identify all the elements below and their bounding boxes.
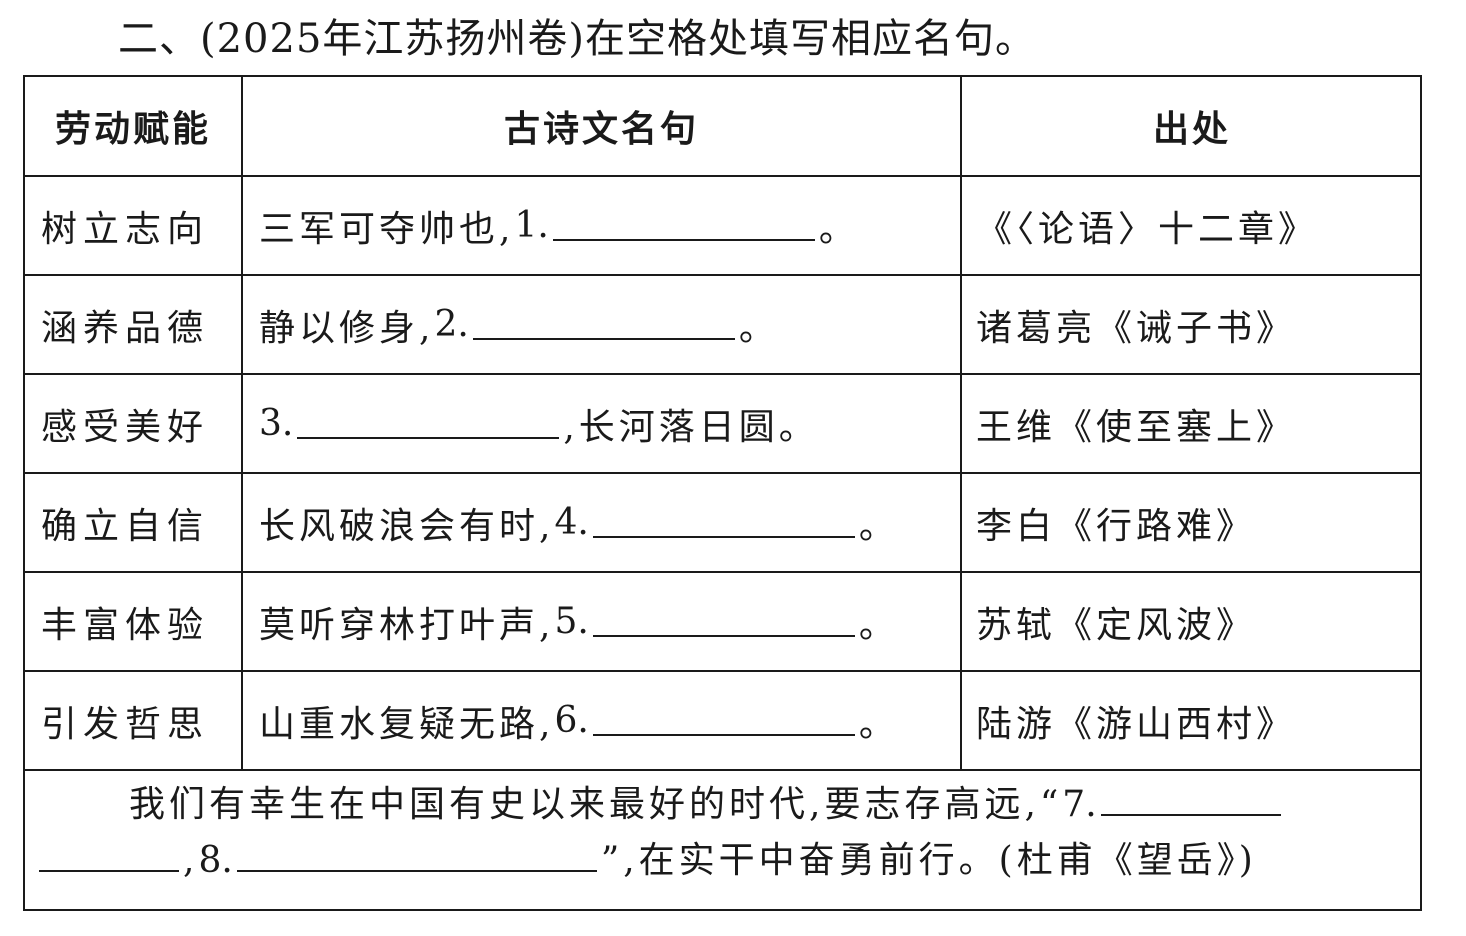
header-quote: 古诗文名句	[503, 109, 699, 150]
answer-blank-7[interactable]	[1100, 786, 1281, 816]
quote-after: ,长河落日圆。	[563, 406, 819, 448]
row-theme: 感受美好	[41, 406, 210, 448]
answer-blank-3[interactable]	[297, 409, 560, 439]
blank-number: 4.	[554, 502, 589, 543]
row-theme: 确立自信	[41, 505, 210, 547]
row-source: 陆游《游山西村》	[976, 703, 1297, 745]
poetry-table: 劳动赋能 古诗文名句 出处 树立志向 三军可夺帅也,1.。 《〈论语〉十二章》 …	[23, 75, 1422, 911]
closing-text-1: 我们有幸生在中国有史以来最好的时代,要志存高远,“	[129, 784, 1063, 825]
row-source: 王维《使至塞上》	[976, 406, 1297, 448]
row-divider	[25, 670, 1420, 672]
row-theme: 树立志向	[41, 208, 210, 250]
quote-after: 。	[858, 505, 899, 547]
row-quote: 长风破浪会有时,4. 。	[243, 474, 960, 571]
answer-blank-6[interactable]	[592, 706, 855, 736]
answer-blank-7-continued[interactable]	[39, 842, 179, 872]
row-quote: 静以修身,2. 。	[243, 276, 960, 373]
row-divider	[25, 472, 1420, 474]
quote-before: 长风破浪会有时,	[259, 505, 555, 547]
answer-blank-4[interactable]	[592, 508, 855, 538]
row-quote: 莫听穿林打叶声,5. 。	[243, 573, 960, 670]
row-source: 诸葛亮《诫子书》	[976, 307, 1297, 349]
quote-after: 。	[818, 208, 859, 250]
blank-number: 3.	[259, 403, 294, 444]
row-divider	[25, 175, 1420, 177]
row-source: 苏轼《定风波》	[976, 604, 1257, 646]
header-source: 出处	[1152, 109, 1231, 150]
closing-paragraph: 我们有幸生在中国有史以来最好的时代,要志存高远,“7. ,8. ”,在实干中奋勇前…	[39, 777, 1406, 889]
header-theme: 劳动赋能	[54, 109, 211, 150]
closing-text-2: ”,在实干中奋勇前行。(杜甫《望岳》)	[600, 840, 1257, 881]
row-divider	[25, 274, 1420, 276]
column-divider	[960, 77, 962, 769]
row-divider	[25, 769, 1420, 771]
row-source: 《〈论语〉十二章》	[976, 208, 1319, 250]
blank-number: 6.	[554, 700, 589, 741]
quote-before: 山重水复疑无路,	[259, 703, 555, 745]
answer-blank-1[interactable]	[552, 211, 815, 241]
row-theme: 涵养品德	[41, 307, 210, 349]
quote-before: 静以修身,	[259, 307, 435, 349]
quote-before: 莫听穿林打叶声,	[259, 604, 555, 646]
blank-number: 7.	[1062, 784, 1097, 825]
row-divider	[25, 571, 1420, 573]
quote-after: 。	[738, 307, 779, 349]
blank-number: 8.	[198, 840, 233, 881]
blank-number: 5.	[554, 601, 589, 642]
answer-blank-8[interactable]	[236, 842, 597, 872]
comma: ,	[183, 840, 199, 881]
row-quote: 三军可夺帅也,1. 。	[243, 177, 960, 274]
row-quote: 山重水复疑无路,6. 。	[243, 672, 960, 769]
column-divider	[241, 77, 243, 769]
quote-before: 三军可夺帅也,	[259, 208, 515, 250]
row-theme: 丰富体验	[41, 604, 210, 646]
answer-blank-2[interactable]	[472, 310, 735, 340]
row-divider	[25, 373, 1420, 375]
answer-blank-5[interactable]	[592, 607, 855, 637]
quote-after: 。	[858, 703, 899, 745]
row-theme: 引发哲思	[41, 703, 210, 745]
row-quote: 3. ,长河落日圆。	[243, 375, 960, 472]
row-source: 李白《行路难》	[976, 505, 1257, 547]
blank-number: 1.	[514, 205, 549, 246]
blank-number: 2.	[434, 304, 469, 345]
question-title: 二、(2025年江苏扬州卷)在空格处填写相应名句。	[118, 16, 1037, 62]
quote-after: 。	[858, 604, 899, 646]
